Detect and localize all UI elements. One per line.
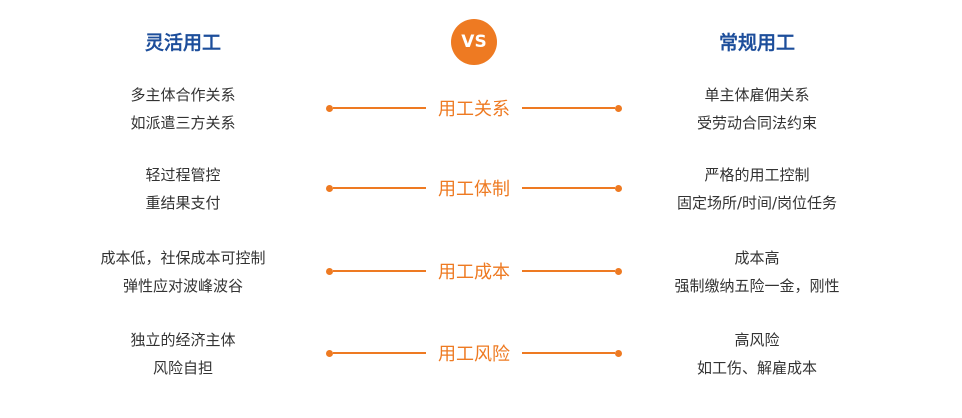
connector-line — [333, 352, 426, 354]
regular-line: 严格的用工控制 — [704, 166, 810, 184]
flexible-line: 轻过程管控 — [145, 166, 221, 184]
flexible-row-text: 轻过程管控 重结果支付 — [53, 161, 313, 217]
flexible-row-text: 独立的经济主体 风险自担 — [53, 326, 313, 382]
flexible-line: 成本低，社保成本可控制 — [100, 249, 266, 267]
connector-dot — [615, 104, 622, 112]
flexible-line: 多主体合作关系 — [130, 86, 236, 104]
connector-line — [333, 107, 426, 109]
comparison-category-label: 用工风险 — [438, 344, 510, 365]
connector-line — [522, 270, 615, 272]
comparison-connector: 用工体制 — [326, 173, 622, 203]
regular-line: 如工伤、解雇成本 — [696, 359, 817, 377]
regular-employment-title: 常规用工 — [718, 32, 795, 54]
regular-row-text: 高风险 如工伤、解雇成本 — [627, 326, 887, 382]
regular-line: 单主体雇佣关系 — [704, 86, 810, 104]
connector-dot — [326, 267, 333, 275]
flexible-line: 风险自担 — [152, 359, 213, 377]
comparison-category-label: 用工体制 — [438, 179, 510, 200]
regular-row-text: 单主体雇佣关系 受劳动合同法约束 — [627, 81, 887, 137]
connector-dot — [615, 349, 622, 357]
regular-line: 高风险 — [734, 331, 780, 349]
regular-row-text: 严格的用工控制 固定场所/时间/岗位任务 — [627, 161, 887, 217]
comparison-connector: 用工成本 — [326, 256, 622, 286]
vs-badge: VS — [451, 19, 497, 65]
comparison-connector: 用工风险 — [326, 338, 622, 368]
regular-line: 固定场所/时间/岗位任务 — [676, 194, 838, 212]
flexible-employment-title: 灵活用工 — [144, 32, 221, 54]
connector-dot — [615, 267, 622, 275]
flexible-row-text: 多主体合作关系 如派遣三方关系 — [53, 81, 313, 137]
comparison-category-label: 用工关系 — [438, 99, 510, 120]
connector-line — [522, 187, 615, 189]
flexible-row-text: 成本低，社保成本可控制 弹性应对波峰波谷 — [53, 244, 313, 300]
connector-line — [333, 270, 426, 272]
connector-dot — [326, 184, 333, 192]
regular-line: 成本高 — [734, 249, 780, 267]
connector-line — [522, 107, 615, 109]
connector-line — [333, 187, 426, 189]
flexible-line: 弹性应对波峰波谷 — [122, 277, 243, 295]
flexible-line: 重结果支付 — [145, 194, 221, 212]
connector-dot — [326, 349, 333, 357]
regular-line: 强制缴纳五险一金，刚性 — [674, 277, 840, 295]
flexible-line: 独立的经济主体 — [130, 331, 236, 349]
comparison-connector: 用工关系 — [326, 93, 622, 123]
regular-line: 受劳动合同法约束 — [696, 114, 817, 132]
connector-dot — [615, 184, 622, 192]
flexible-line: 如派遣三方关系 — [130, 114, 236, 132]
connector-dot — [326, 104, 333, 112]
regular-row-text: 成本高 强制缴纳五险一金，刚性 — [627, 244, 887, 300]
connector-line — [522, 352, 615, 354]
comparison-category-label: 用工成本 — [438, 262, 510, 283]
